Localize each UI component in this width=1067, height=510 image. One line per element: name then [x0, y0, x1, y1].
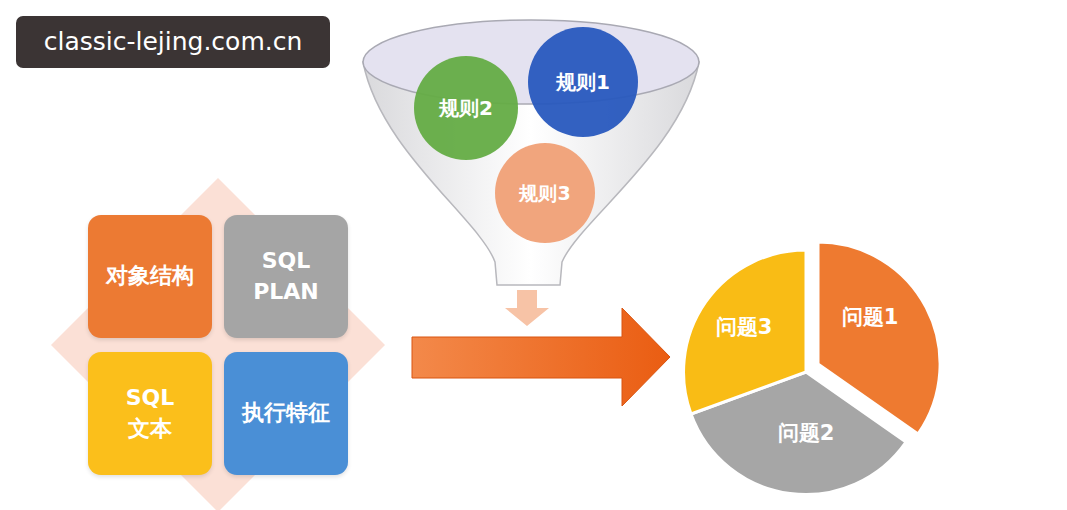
down-arrow [505, 290, 549, 326]
node-label: 执行特征 [231, 398, 341, 429]
node-label: SQL 文本 [115, 383, 185, 445]
flow-arrow [412, 308, 670, 406]
node-label: 问题1 [842, 303, 899, 332]
slice-path [684, 250, 806, 414]
watermark: classic-lejing.com.cn [16, 16, 330, 68]
node-label: 问题3 [716, 313, 773, 342]
node-label: 规则2 [439, 94, 493, 122]
rule-circle: 规则2 [414, 56, 518, 160]
rule-circle: 规则3 [495, 143, 595, 243]
input-box: 执行特征 [224, 352, 348, 475]
node-label: 规则1 [556, 68, 610, 96]
node-label: 对象结构 [95, 261, 205, 292]
backdrop-diamond [51, 178, 385, 510]
input-box: SQL PLAN [224, 215, 348, 338]
input-box: SQL 文本 [88, 352, 212, 475]
node-label: SQL PLAN [251, 246, 321, 308]
node-label: 问题2 [778, 419, 835, 448]
input-box: 对象结构 [88, 215, 212, 338]
node-label: 规则3 [519, 180, 570, 207]
pie-slice: 问题3 [678, 244, 812, 420]
rule-circle: 规则1 [528, 27, 638, 137]
